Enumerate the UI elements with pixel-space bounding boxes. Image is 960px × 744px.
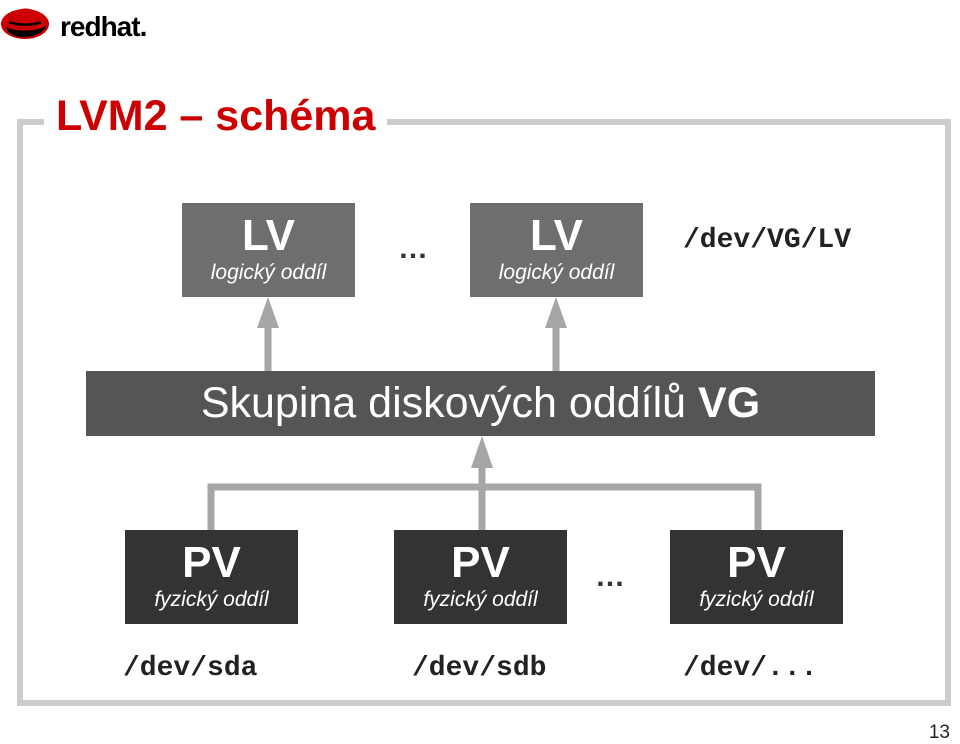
- lv-box-1: LV logický oddíl: [182, 203, 355, 297]
- lv-ellipsis: …: [398, 232, 428, 265]
- pv-device-path: /dev/sdb: [412, 653, 547, 684]
- pv-label: PV: [451, 538, 510, 587]
- pv-sublabel: fyzický oddíl: [699, 588, 814, 611]
- lv-device-path: /dev/VG/LV: [683, 225, 852, 256]
- lv-label: LV: [242, 211, 295, 260]
- redhat-hat-icon: redhat.: [1, 8, 147, 42]
- redhat-wordmark: redhat.: [60, 11, 146, 42]
- pv-ellipsis: …: [595, 560, 625, 593]
- arrowhead-lv2: [545, 297, 567, 328]
- pv-device-path: /dev/...: [683, 653, 818, 684]
- arrowhead-lv1: [257, 297, 279, 328]
- pv-label: PV: [182, 538, 241, 587]
- pv-label: PV: [727, 538, 786, 587]
- lv-box-2: LV logický oddíl: [470, 203, 643, 297]
- diagram-frame: [17, 119, 951, 706]
- lv-sublabel: logický oddíl: [498, 261, 615, 284]
- pv-sublabel: fyzický oddíl: [154, 588, 269, 611]
- page-number: 13: [928, 722, 950, 743]
- arrowhead-vg: [471, 436, 493, 468]
- pv-box-1: PV fyzický oddíl: [125, 530, 298, 624]
- redhat-logo: redhat.: [0, 0, 160, 46]
- volume-group-bar: Skupina diskových oddílů VG: [86, 371, 875, 436]
- pv-sublabel: fyzický oddíl: [423, 588, 538, 611]
- slide-title: LVM2 – schéma: [44, 88, 388, 144]
- pv-device-path: /dev/sda: [123, 653, 258, 684]
- lv-sublabel: logický oddíl: [210, 261, 327, 284]
- vg-text: Skupina diskových oddílů: [200, 379, 699, 427]
- vg-abbrev: VG: [698, 379, 761, 427]
- pv-box-2: PV fyzický oddíl: [394, 530, 567, 624]
- pv-box-3: PV fyzický oddíl: [670, 530, 843, 624]
- lv-label: LV: [530, 211, 583, 260]
